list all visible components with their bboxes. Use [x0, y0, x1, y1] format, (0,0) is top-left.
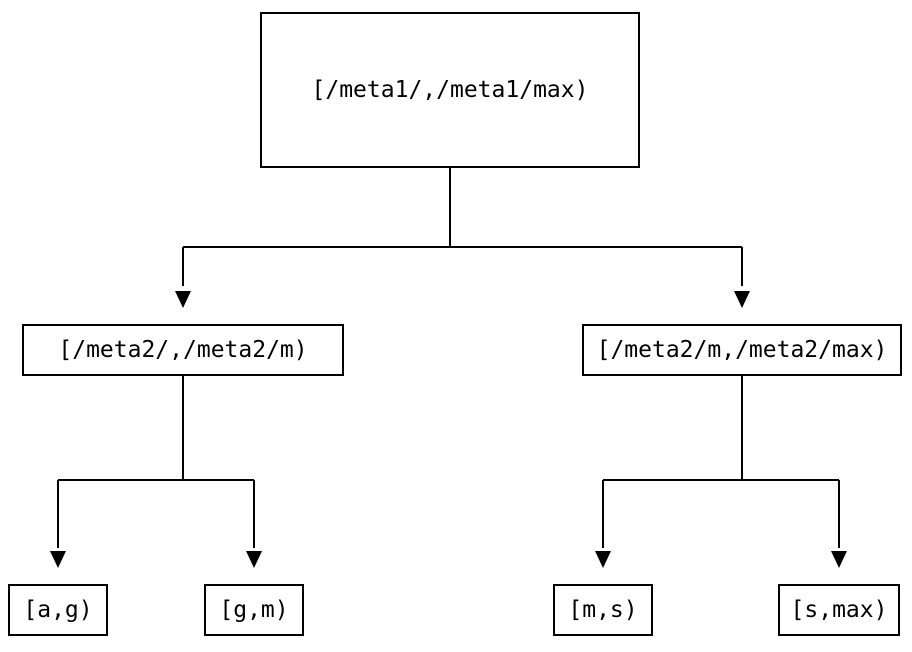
node-leaf-m-s: [m,s): [553, 584, 653, 636]
arrowhead-icon-leaf-s-max: [831, 551, 847, 568]
node-leaf-s-max: [s,max): [778, 584, 900, 636]
node-meta2-right-label: [/meta2/m,/meta2/max): [596, 336, 888, 363]
node-leaf-a-g: [a,g): [8, 584, 108, 636]
edge-arrowheads: [50, 291, 847, 568]
node-leaf-g-m-label: [g,m): [219, 596, 289, 623]
edge-lines: [57, 168, 840, 548]
node-leaf-g-m: [g,m): [204, 584, 304, 636]
node-meta2-left-label: [/meta2/,/meta2/m): [58, 336, 308, 363]
arrowhead-icon-meta2-left: [175, 291, 191, 308]
arrowhead-icon-meta2-right: [734, 291, 750, 308]
node-meta2-left: [/meta2/,/meta2/m): [22, 324, 344, 376]
node-leaf-s-max-label: [s,max): [790, 596, 888, 623]
node-meta2-right: [/meta2/m,/meta2/max): [582, 324, 902, 376]
arrowhead-icon-leaf-g-m: [246, 551, 262, 568]
node-root-label: [/meta1/,/meta1/max): [311, 76, 589, 103]
node-leaf-a-g-label: [a,g): [23, 596, 93, 623]
arrowhead-icon-leaf-a-g: [50, 551, 66, 568]
arrowhead-icon-leaf-m-s: [595, 551, 611, 568]
node-root: [/meta1/,/meta1/max): [260, 12, 640, 168]
node-leaf-m-s-label: [m,s): [568, 596, 638, 623]
